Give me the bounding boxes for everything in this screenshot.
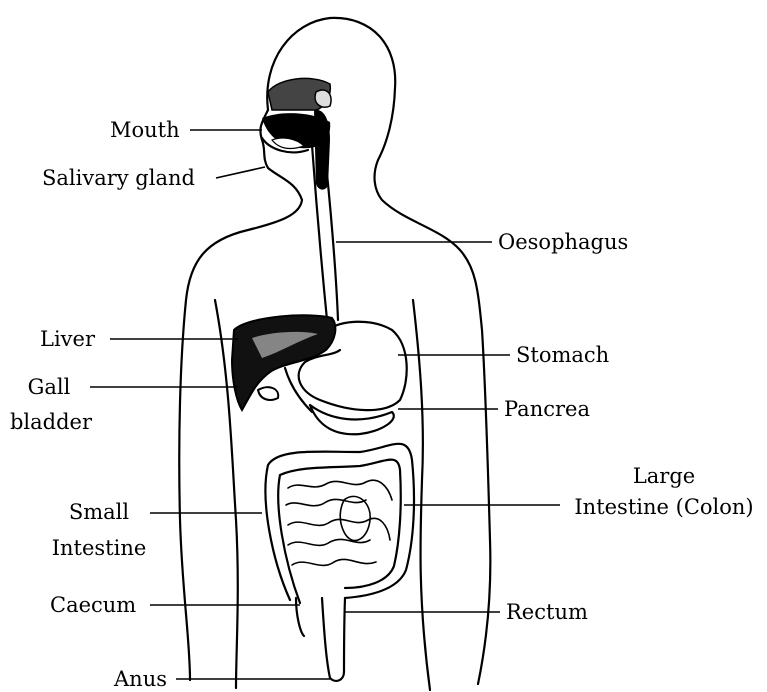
gall-bladder-shape xyxy=(258,387,278,400)
label-small-intestine-2: Intestine xyxy=(44,535,154,561)
label-stomach: Stomach xyxy=(516,342,609,368)
label-liver: Liver xyxy=(40,326,95,352)
leader-salivary xyxy=(216,167,265,178)
label-mouth: Mouth xyxy=(110,117,180,143)
right-inner-arm xyxy=(413,300,430,690)
label-oesophagus: Oesophagus xyxy=(498,229,628,255)
label-anus: Anus xyxy=(114,666,167,692)
label-small-intestine-1: Small xyxy=(54,499,144,525)
salivary-gland-shape xyxy=(315,90,331,107)
label-gall-bladder-1: Gall xyxy=(14,374,84,400)
rectum-shape xyxy=(322,598,345,681)
label-pancrea: Pancrea xyxy=(504,396,590,422)
label-rectum: Rectum xyxy=(506,599,588,625)
label-large-intestine-2: Intestine (Colon) xyxy=(564,494,764,520)
label-caecum: Caecum xyxy=(50,592,136,618)
liver-shape xyxy=(232,315,335,410)
pharynx xyxy=(314,110,330,190)
label-gall-bladder-2: bladder xyxy=(6,409,96,435)
label-salivary-gland: Salivary gland xyxy=(42,165,195,191)
label-large-intestine-1: Large xyxy=(564,463,764,489)
